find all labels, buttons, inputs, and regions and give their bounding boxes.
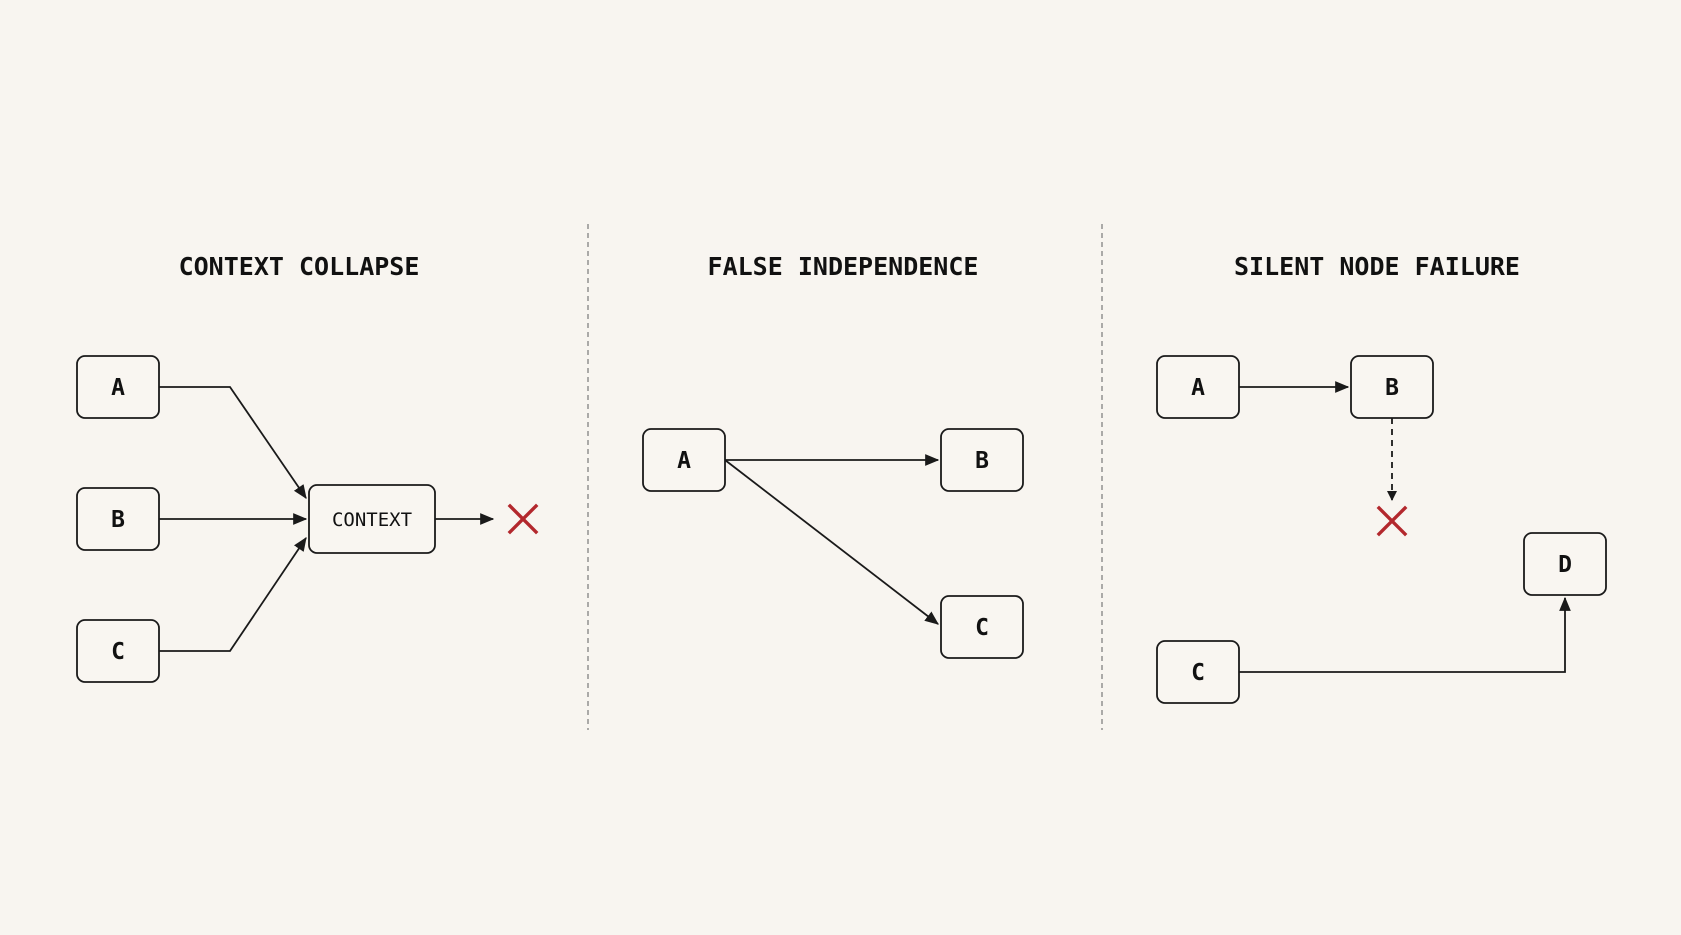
node-label: A bbox=[677, 448, 691, 474]
panel-title: CONTEXT COLLAPSE bbox=[179, 252, 420, 281]
node-d: D bbox=[1523, 532, 1607, 596]
edge-a-to-c bbox=[724, 459, 939, 625]
node-c: C bbox=[940, 595, 1024, 659]
node-label: B bbox=[975, 448, 989, 474]
node-b: B bbox=[1350, 355, 1434, 419]
node-label: A bbox=[111, 375, 125, 401]
node-a: A bbox=[1156, 355, 1240, 419]
node-c: C bbox=[76, 619, 160, 683]
edge-c-to-d bbox=[1239, 596, 1571, 673]
node-label: B bbox=[1385, 375, 1399, 401]
node-context: CONTEXT bbox=[308, 484, 436, 554]
node-label: B bbox=[111, 507, 125, 533]
panel-title: SILENT NODE FAILURE bbox=[1234, 252, 1520, 281]
node-a: A bbox=[642, 428, 726, 492]
node-label: A bbox=[1191, 375, 1205, 401]
node-label: C bbox=[111, 639, 125, 665]
cross-icon bbox=[507, 503, 539, 535]
node-c: C bbox=[1156, 640, 1240, 704]
panel-title: FALSE INDEPENDENCE bbox=[708, 252, 979, 281]
node-label: CONTEXT bbox=[332, 509, 412, 531]
node-label: C bbox=[975, 615, 989, 641]
node-a: A bbox=[76, 355, 160, 419]
node-b: B bbox=[76, 487, 160, 551]
node-label: D bbox=[1558, 552, 1572, 578]
panel-false-independence: FALSE INDEPENDENCE A B C bbox=[642, 252, 1024, 659]
panel-context-collapse: CONTEXT COLLAPSE A B C CONTEXT bbox=[76, 252, 539, 683]
node-label: C bbox=[1191, 660, 1205, 686]
panel-silent-node-failure: SILENT NODE FAILURE A B C D bbox=[1156, 252, 1607, 704]
cross-icon bbox=[1376, 505, 1408, 537]
edge-a-to-context bbox=[159, 386, 307, 499]
edge-c-to-context bbox=[159, 537, 307, 652]
node-b: B bbox=[940, 428, 1024, 492]
